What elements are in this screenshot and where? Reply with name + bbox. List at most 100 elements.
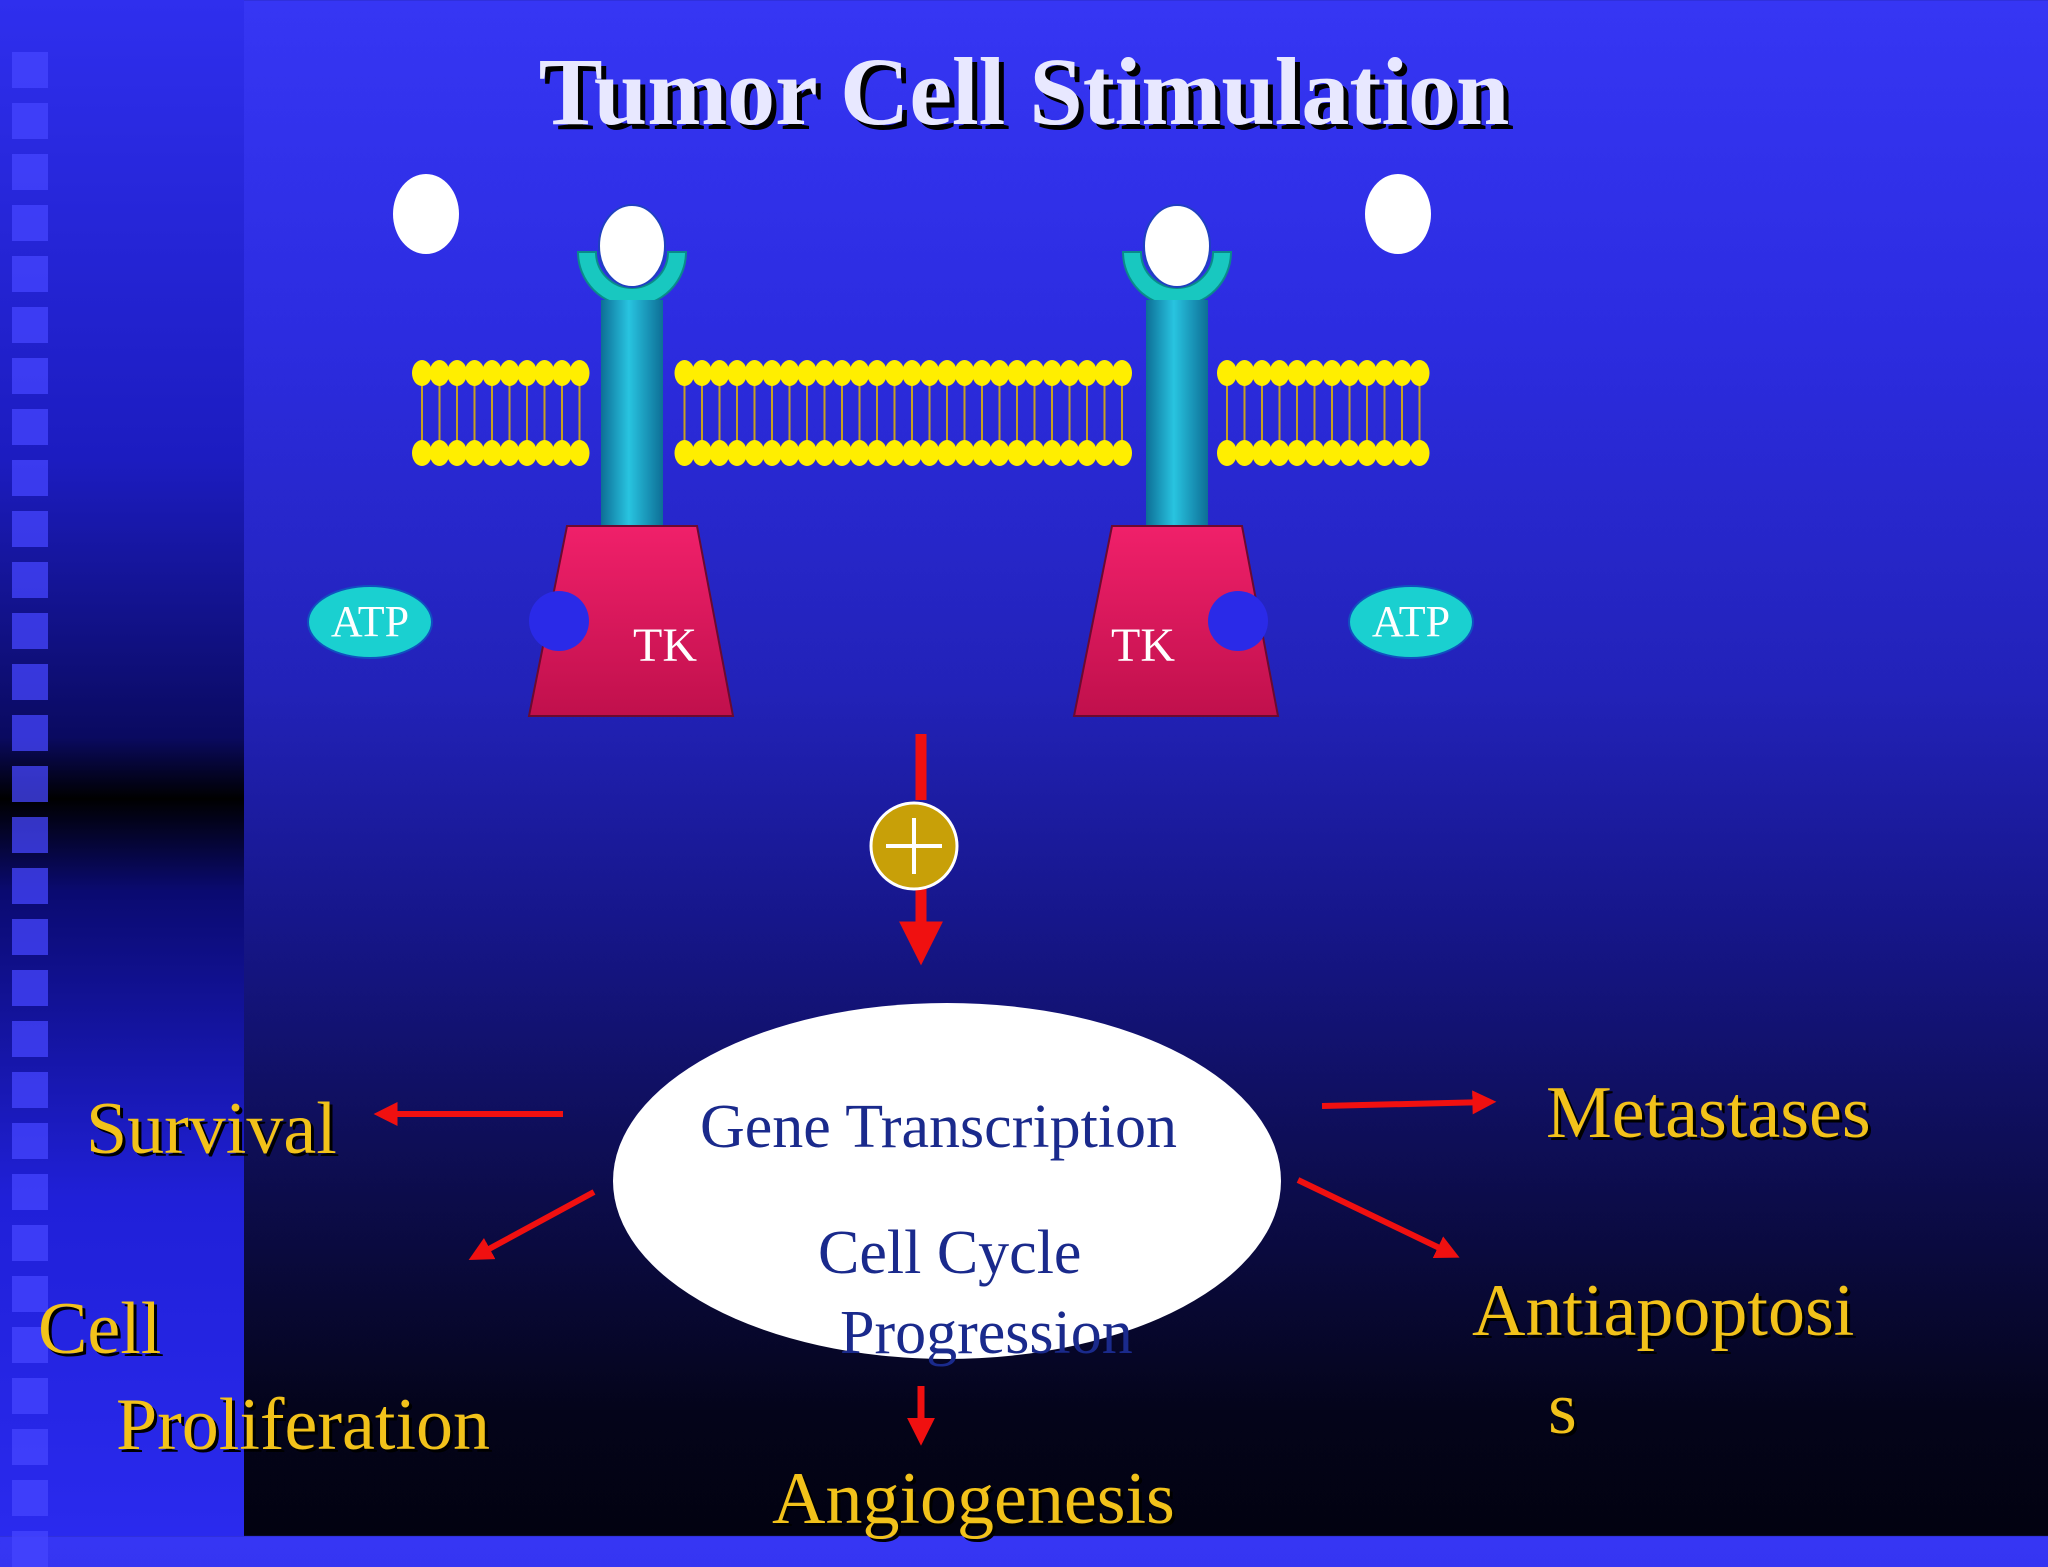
outcome-metastases: Metastases xyxy=(1546,1072,1871,1154)
lipid-head xyxy=(1322,440,1342,466)
slide-title: Tumor Cell Stimulation xyxy=(538,38,1510,145)
outcome-antiapoptosis-line1: Antiapoptosi xyxy=(1472,1270,1855,1352)
lipid-head xyxy=(1252,360,1272,386)
lipid-head xyxy=(464,360,485,386)
lipid-head xyxy=(1287,360,1307,386)
outcome-cell-proliferation-line1: Cell xyxy=(38,1288,162,1370)
tk-label-right: TK xyxy=(1111,619,1175,672)
ligand-icon xyxy=(1365,174,1431,254)
decorative-square xyxy=(12,817,48,853)
lipid-head xyxy=(429,440,450,466)
lipid-head xyxy=(709,360,730,386)
lipid-head xyxy=(674,360,695,386)
lipid-head xyxy=(1357,360,1377,386)
lipid-head xyxy=(779,360,800,386)
decorative-square xyxy=(12,358,48,394)
arrow-to-antiapoptosis xyxy=(1296,1177,1460,1259)
decorative-square xyxy=(12,1225,48,1261)
outcome-cell-proliferation-line2: Proliferation xyxy=(116,1384,491,1466)
lipid-head xyxy=(867,440,887,466)
lipid-head xyxy=(429,360,450,386)
decorative-square xyxy=(12,613,48,649)
receptor-stalk xyxy=(1146,300,1208,526)
lipid-head xyxy=(1077,440,1097,466)
center-text-cell-cycle: Cell Cycle xyxy=(818,1219,1082,1287)
decorative-square xyxy=(12,307,48,343)
lipid-head xyxy=(1409,440,1430,466)
outcome-angiogenesis: Angiogenesis xyxy=(772,1458,1175,1540)
lipid-head xyxy=(1269,360,1290,386)
left-decorative-band xyxy=(0,0,244,1567)
decorative-square xyxy=(12,1123,48,1159)
lipid-head xyxy=(1339,360,1360,386)
lipid-head xyxy=(762,440,782,466)
lipid-head xyxy=(954,360,975,386)
decorative-square xyxy=(12,409,48,445)
lipid-head xyxy=(1287,440,1307,466)
atp-binding-site xyxy=(1208,591,1268,651)
lipid-head xyxy=(1007,360,1027,386)
gene-transcription-ellipse xyxy=(613,1003,1281,1359)
lipid-head xyxy=(1059,360,1080,386)
lipid-head xyxy=(1042,360,1062,386)
lipid-head xyxy=(464,440,485,466)
lipid-head xyxy=(412,360,432,386)
lipid-head xyxy=(1374,440,1395,466)
outcome-antiapoptosis-line2: s xyxy=(1548,1368,1577,1450)
ligand-icon xyxy=(393,174,459,254)
lipid-head xyxy=(1024,440,1045,466)
lipid-head xyxy=(832,440,852,466)
lipid-head xyxy=(884,440,905,466)
lipid-head xyxy=(1409,360,1430,386)
decorative-square xyxy=(12,1327,48,1363)
center-text-gene-transcription: Gene Transcription xyxy=(700,1093,1178,1161)
decorative-square xyxy=(12,715,48,751)
decorative-square xyxy=(12,1429,48,1465)
receptor-cup xyxy=(1121,251,1233,307)
lipid-head xyxy=(534,360,555,386)
lipid-head xyxy=(744,360,765,386)
atp-molecule-right: ATP xyxy=(1348,585,1474,659)
atp-binding-site xyxy=(529,591,589,651)
decorative-square xyxy=(12,1480,48,1516)
tyrosine-kinase-domain xyxy=(1072,525,1280,717)
lipid-head xyxy=(797,360,817,386)
lipid-head xyxy=(902,440,922,466)
decorative-square xyxy=(12,1021,48,1057)
arrow-to-metastases xyxy=(1321,1090,1497,1115)
decorative-square xyxy=(12,664,48,700)
lipid-head xyxy=(1269,440,1290,466)
lipid-head xyxy=(989,440,1010,466)
decorative-square xyxy=(12,1378,48,1414)
lipid-head xyxy=(1112,440,1132,466)
outcome-survival: Survival xyxy=(86,1088,337,1170)
lipid-head xyxy=(1339,440,1360,466)
lipid-head xyxy=(447,440,467,466)
lipid-head xyxy=(937,360,957,386)
lipid-head xyxy=(814,360,835,386)
lipid-head xyxy=(1322,360,1342,386)
lipid-head xyxy=(552,440,572,466)
lipid-head xyxy=(1077,360,1097,386)
lipid-head xyxy=(499,360,520,386)
lipid-head xyxy=(779,440,800,466)
decorative-square xyxy=(12,154,48,190)
arrow-to-cell-proliferation xyxy=(468,1189,596,1261)
lipid-head xyxy=(867,360,887,386)
lipid-head xyxy=(1217,360,1237,386)
tyrosine-kinase-domain xyxy=(527,525,735,717)
lipid-head xyxy=(1252,440,1272,466)
lipid-head xyxy=(1042,440,1062,466)
center-text-progression: Progression xyxy=(840,1299,1133,1367)
lipid-head xyxy=(1094,440,1115,466)
lipid-head xyxy=(937,440,957,466)
lipid-head xyxy=(849,360,870,386)
lipid-head xyxy=(534,440,555,466)
lipid-head xyxy=(972,360,992,386)
lipid-head xyxy=(919,440,940,466)
lipid-head xyxy=(1357,440,1377,466)
tk-label-left: TK xyxy=(633,619,697,672)
lipid-head xyxy=(1304,360,1325,386)
lipid-head xyxy=(1392,360,1412,386)
decorative-square xyxy=(12,1072,48,1108)
